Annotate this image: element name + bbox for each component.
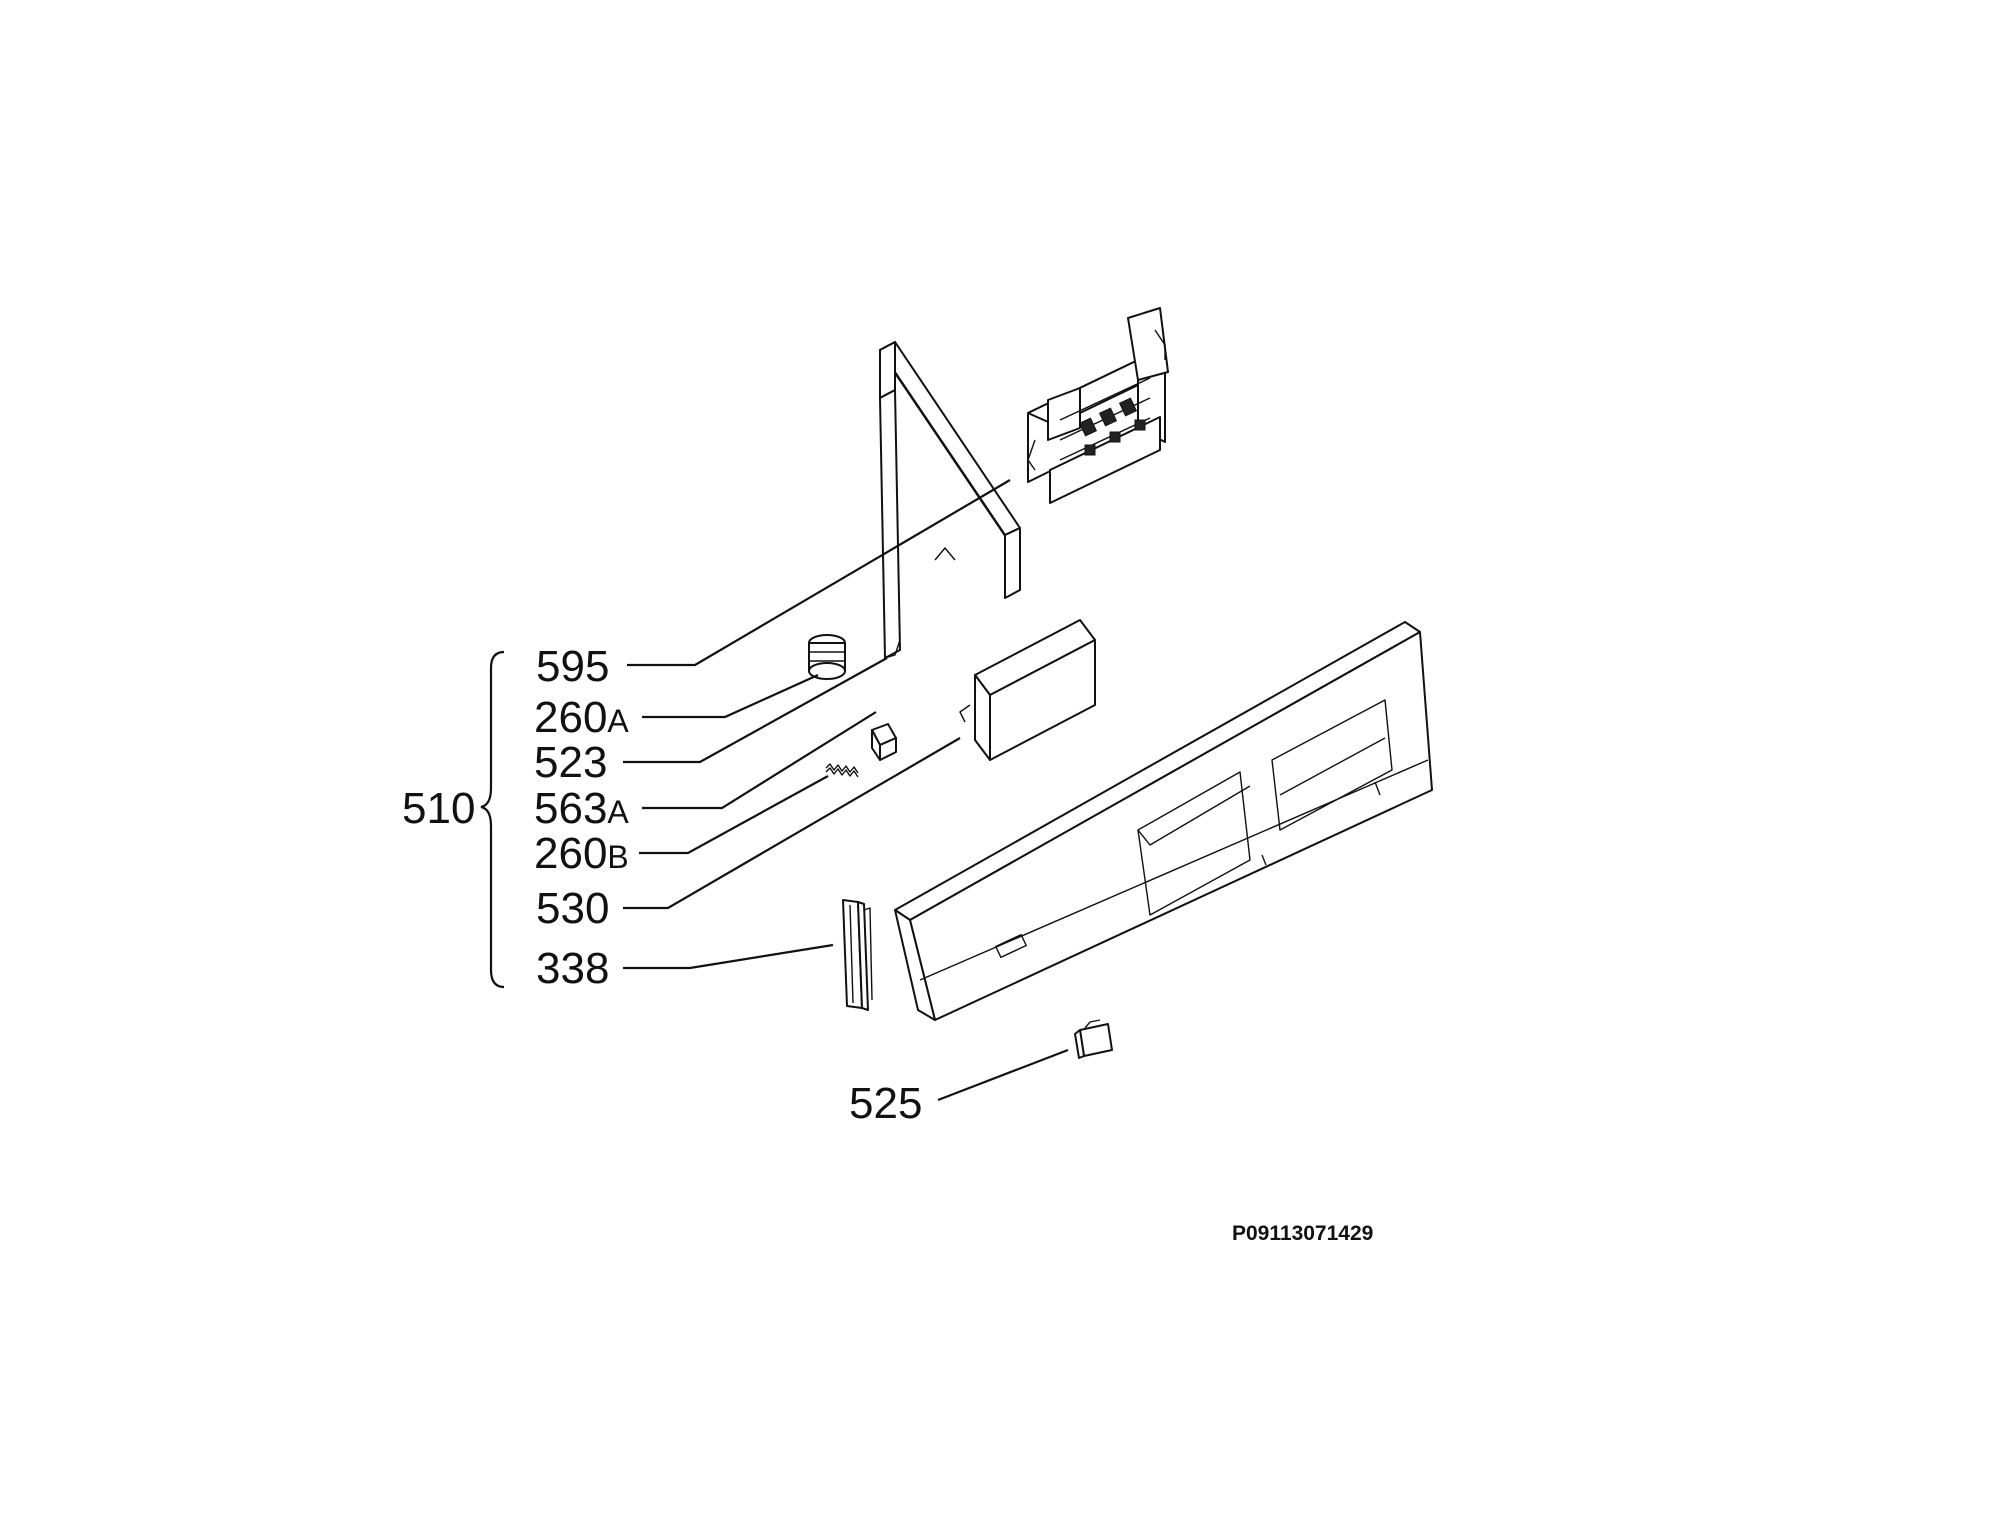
callout-label-563a: 563A bbox=[534, 784, 629, 833]
callout-label-595: 595 bbox=[536, 642, 609, 691]
control-module-part bbox=[1027, 307, 1169, 504]
knob-part bbox=[871, 723, 897, 761]
callout-label-530: 530 bbox=[536, 884, 609, 933]
side-strip-part bbox=[842, 899, 873, 1011]
leader-line-530 bbox=[623, 737, 961, 910]
spring-part bbox=[825, 763, 859, 778]
display-cover-part bbox=[959, 619, 1096, 761]
leader-line-595 bbox=[627, 479, 1011, 667]
group-brace bbox=[480, 650, 505, 989]
leader-line-260a bbox=[642, 673, 819, 719]
leader-line-523 bbox=[623, 657, 888, 764]
leader-line-338 bbox=[623, 943, 834, 970]
bushing-part bbox=[808, 634, 846, 680]
leader-line-260b bbox=[639, 775, 829, 855]
group-label-510: 510 bbox=[402, 784, 475, 833]
leader-line-563a bbox=[642, 711, 877, 810]
control-panel-part bbox=[894, 621, 1433, 1021]
clip-part bbox=[1074, 1019, 1113, 1059]
callout-label-260b: 260B bbox=[534, 829, 629, 878]
callout-label-525: 525 bbox=[849, 1079, 922, 1128]
callout-label-338: 338 bbox=[536, 944, 609, 993]
leader-line-525 bbox=[937, 1048, 1069, 1102]
callout-label-523: 523 bbox=[534, 738, 607, 787]
callout-label-260a: 260A bbox=[534, 693, 629, 742]
bracket-part bbox=[879, 341, 1021, 659]
drawing-id: P09113071429 bbox=[1232, 1222, 1373, 1245]
